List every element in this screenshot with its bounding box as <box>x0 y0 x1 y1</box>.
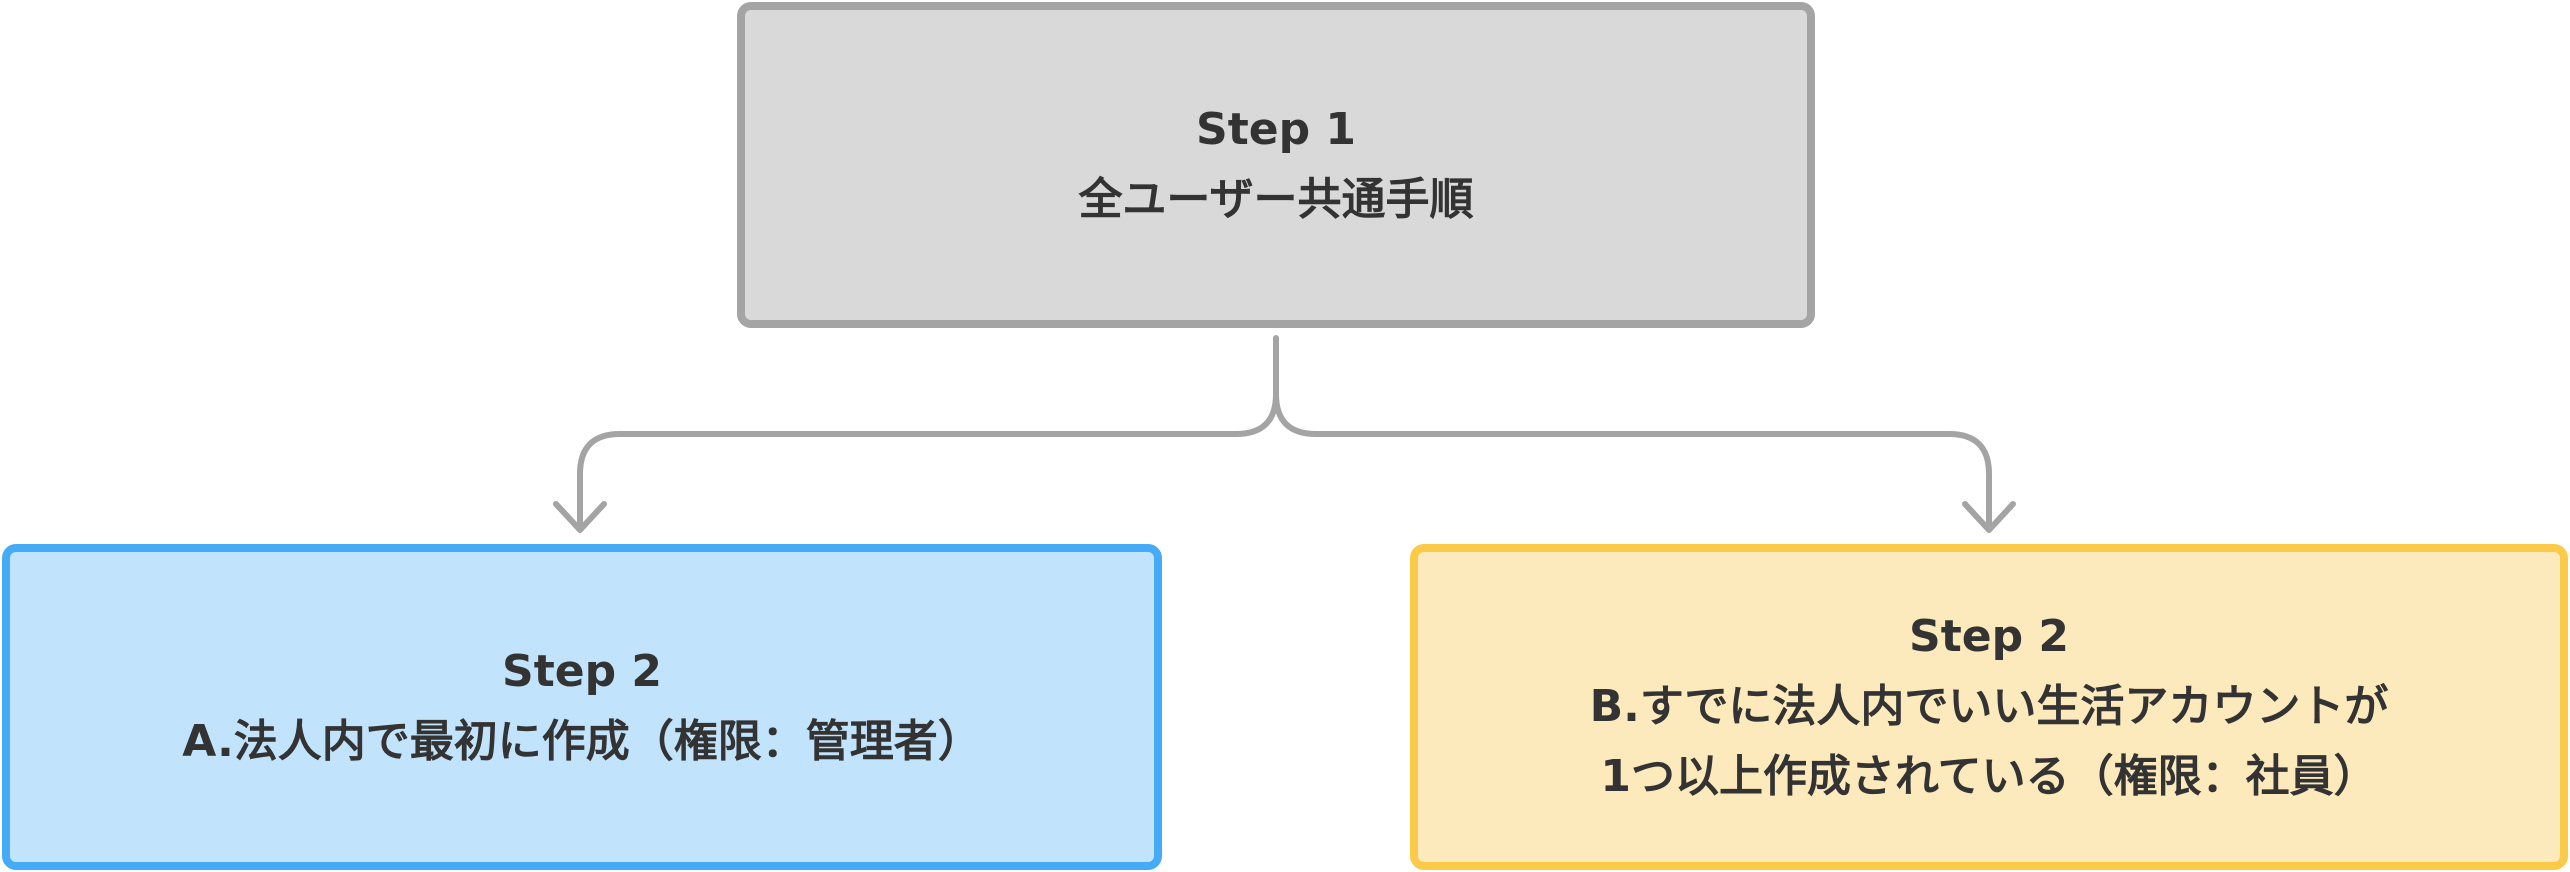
step2a-label: A.法人内で最初に作成（権限：管理者） <box>182 716 982 767</box>
arrowhead-step2a <box>553 501 607 533</box>
arrowhead-step2b <box>1962 501 2016 533</box>
step2a-title: Step 2 <box>502 646 662 697</box>
connector-step1-to-step2b <box>1273 391 1992 531</box>
step2b-label-line2: 1つ以上作成されている（権限：社員） <box>1600 751 2378 802</box>
connector-step1-to-step2a <box>577 335 1279 531</box>
step2a-node: Step 2 A.法人内で最初に作成（権限：管理者） <box>2 544 1162 870</box>
step1-label: 全ユーザー共通手順 <box>1078 174 1474 225</box>
step2b-node: Step 2 B.すでに法人内でいい生活アカウントが 1つ以上作成されている（権… <box>1410 544 2568 870</box>
step2b-title: Step 2 <box>1909 611 2069 662</box>
step1-title: Step 1 <box>1196 104 1356 155</box>
step1-node: Step 1 全ユーザー共通手順 <box>737 2 1815 328</box>
step2b-label-line1: B.すでに法人内でいい生活アカウントが <box>1589 681 2389 732</box>
